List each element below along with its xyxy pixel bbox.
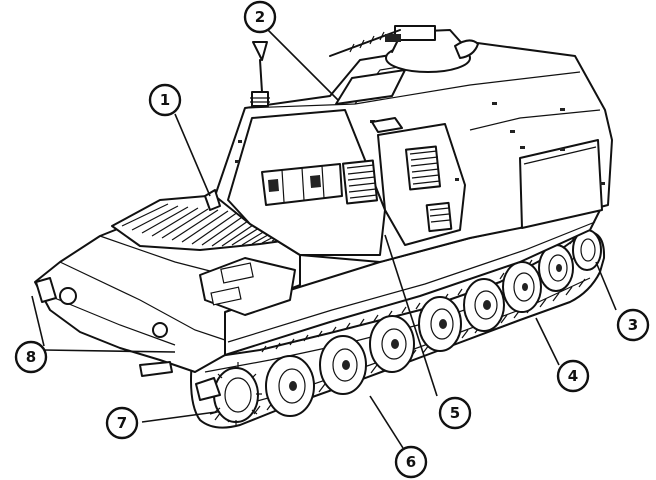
leader-7 (141, 411, 217, 423)
callout-3: 3 (616, 308, 650, 342)
callout-2: 2 (243, 0, 277, 34)
callout-8: 8 (14, 340, 48, 374)
side-vents (341, 145, 453, 233)
road-wheel (319, 335, 367, 395)
leader-4 (535, 317, 560, 366)
callout-3-label: 3 (628, 316, 638, 334)
leader-8b (43, 349, 176, 353)
callout-4-label: 4 (568, 367, 578, 385)
turret-fasteners (235, 102, 605, 185)
callout-6-label: 6 (406, 453, 416, 471)
callout-5-label: 5 (450, 404, 460, 422)
road-wheels (210, 229, 602, 426)
stowage-box (519, 139, 603, 229)
road-wheel (502, 261, 542, 313)
road-wheel (369, 315, 415, 373)
road-wheel (418, 296, 462, 352)
leader-5 (384, 234, 438, 397)
road-wheel (538, 244, 574, 292)
callouts: 1 2 3 4 5 6 7 8 (14, 0, 650, 479)
leader-2 (265, 27, 339, 101)
callout-8-label: 8 (26, 348, 36, 366)
callout-7: 7 (105, 406, 139, 440)
road-wheel (265, 355, 315, 417)
leader-3 (595, 261, 617, 311)
callout-1-label: 1 (160, 91, 170, 109)
callout-2-label: 2 (255, 8, 265, 26)
callout-1: 1 (148, 83, 182, 117)
callout-6: 6 (394, 445, 428, 479)
cupola (329, 25, 479, 73)
leader-lines (31, 27, 617, 449)
antenna (250, 41, 270, 107)
road-wheel (463, 278, 505, 332)
leader-6 (369, 395, 404, 449)
leader-8a (31, 295, 45, 347)
callout-7-label: 7 (117, 414, 127, 432)
callout-4: 4 (556, 359, 590, 393)
leader-1 (174, 113, 211, 197)
vehicle-illustration (34, 25, 613, 429)
callout-5: 5 (438, 396, 472, 430)
